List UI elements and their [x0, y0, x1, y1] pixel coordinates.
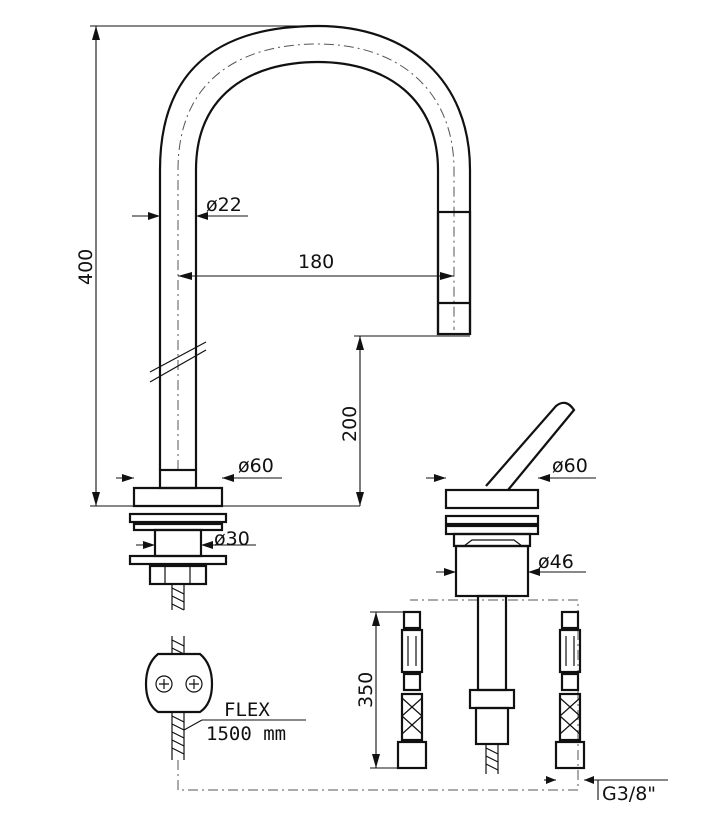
dimension-handle-body: ø46: [436, 551, 586, 576]
faucet-base-label: ø60: [238, 455, 274, 477]
flex-length-label: 1500 mm: [206, 723, 286, 745]
thread-label: G3/8": [602, 783, 656, 805]
spout-diameter-label: ø22: [206, 194, 242, 216]
supply-hose-left: [396, 610, 428, 770]
dimension-shank: ø30: [136, 528, 256, 550]
shank-label: ø30: [214, 528, 250, 550]
flex-note: FLEX 1500 mm: [183, 699, 306, 745]
handle-body: [444, 401, 576, 774]
faucet-body: [128, 24, 579, 791]
dimension-height: 400: [75, 25, 360, 507]
reach-label: 180: [298, 251, 334, 273]
dimension-spout-diameter: ø22: [132, 194, 248, 220]
dimension-hose-length: 350: [355, 611, 404, 769]
dimension-clearance: 200: [339, 335, 470, 506]
height-label: 400: [75, 249, 97, 285]
handle-body-label: ø46: [538, 551, 574, 573]
flex-label: FLEX: [224, 699, 270, 721]
supply-hose-right: [554, 610, 586, 770]
hose-length-label: 350: [355, 672, 377, 708]
dimension-thread: G3/8": [544, 776, 668, 805]
dimension-faucet-base: ø60: [116, 455, 282, 482]
handle-base-label: ø60: [552, 455, 588, 477]
clearance-label: 200: [339, 406, 361, 442]
dimension-reach: 180: [178, 251, 454, 280]
dimension-handle-base: ø60: [426, 455, 596, 482]
